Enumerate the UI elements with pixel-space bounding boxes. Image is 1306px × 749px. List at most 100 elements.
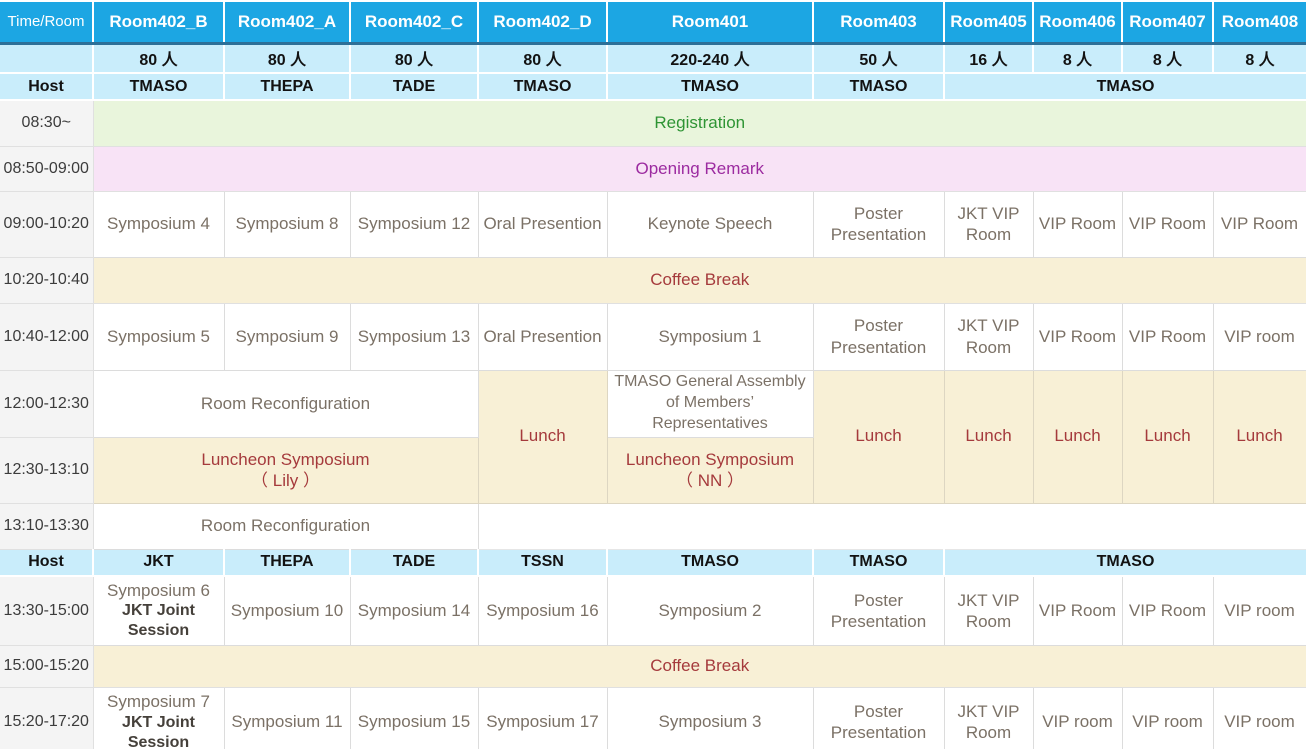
col-header-room402-a: Room402_A xyxy=(224,2,351,45)
session-cell: Symposium 9 xyxy=(223,302,351,371)
session-cell: VIP room xyxy=(1212,575,1306,646)
host-am-room405-408: TMASO xyxy=(944,73,1306,101)
luncheon-title: Luncheon Symposium xyxy=(201,449,370,469)
session-cell: Symposium 5 xyxy=(92,302,225,371)
session-cell: VIP room xyxy=(1212,686,1306,749)
session-cell: VIP Room xyxy=(1032,575,1123,646)
lunch-cell-room406: Lunch xyxy=(1032,369,1123,504)
host-label-pm: Host xyxy=(0,549,94,577)
host-am-room402-d: TMASO xyxy=(478,73,608,101)
host-label-am: Host xyxy=(0,73,94,101)
lunch-cell-room408: Lunch xyxy=(1212,369,1306,504)
host-am-room402-a: THEPA xyxy=(224,73,351,101)
col-header-room405: Room405 xyxy=(944,2,1034,45)
luncheon-symposium-lily-cell: Luncheon Symposium （ Lily ） xyxy=(92,436,479,504)
capacity-room402-d: 80 人 xyxy=(478,43,608,74)
room-reconfiguration-cell: Room Reconfiguration xyxy=(92,502,479,550)
row-1330-1500: 13:30-15:00 Symposium 6 JKT Joint Sessio… xyxy=(0,575,1306,646)
col-header-room401: Room401 xyxy=(607,2,814,45)
session-cell: Symposium 11 xyxy=(223,686,351,749)
event-opening-remark: Opening Remark xyxy=(93,146,1306,192)
col-header-room402-d: Room402_D xyxy=(478,2,608,45)
session-cell: Oral Presention xyxy=(477,302,608,371)
luncheon-subtitle: （ NN ） xyxy=(676,471,744,490)
col-header-room403: Room403 xyxy=(813,2,945,45)
session-cell-joint: Symposium 6 JKT Joint Session xyxy=(92,575,225,646)
row-1310-1330: 13:10-13:30 Room Reconfiguration xyxy=(0,502,1306,550)
col-header-time-room: Time/Room xyxy=(0,2,94,45)
host-pm-room403: TMASO xyxy=(813,549,945,577)
host-pm-room405-408: TMASO xyxy=(944,549,1306,577)
session-cell: Symposium 17 xyxy=(477,686,608,749)
time-cell-1040: 10:40-12:00 xyxy=(0,303,94,371)
session-title: Symposium 6 xyxy=(107,581,210,601)
capacity-room406: 8 人 xyxy=(1033,43,1123,74)
empty-cell xyxy=(478,503,1306,550)
session-cell: VIP Room xyxy=(1121,302,1214,371)
session-cell: Poster Presentation xyxy=(812,190,945,258)
row-registration: 08:30~ Registration xyxy=(0,100,1306,147)
session-cell: JKT VIP Room xyxy=(943,302,1034,371)
capacity-room402-a: 80 人 xyxy=(224,43,351,74)
capacity-empty xyxy=(0,43,94,74)
lunch-cell-room403: Lunch xyxy=(812,369,945,504)
row-1040-1200: 10:40-12:00 Symposium 5 Symposium 9 Symp… xyxy=(0,302,1306,371)
header-row: Time/Room Room402_B Room402_A Room402_C … xyxy=(0,2,1306,45)
session-cell: Symposium 8 xyxy=(223,190,351,258)
session-cell: VIP Room xyxy=(1212,190,1306,258)
time-cell-coffee-1: 10:20-10:40 xyxy=(0,257,94,304)
session-cell: VIP Room xyxy=(1032,190,1123,258)
room-reconfiguration-cell: Room Reconfiguration xyxy=(92,369,479,438)
row-1520-1720: 15:20-17:20 Symposium 7 JKT Joint Sessio… xyxy=(0,686,1306,749)
session-title: Symposium 7 xyxy=(107,692,210,712)
session-cell: Poster Presentation xyxy=(812,575,945,646)
capacity-room402-b: 80 人 xyxy=(93,43,225,74)
session-cell: Symposium 3 xyxy=(606,686,814,749)
host-pm-room402-c: TADE xyxy=(350,549,479,577)
session-cell: Keynote Speech xyxy=(606,190,814,258)
row-1230-1310: 12:30-13:10 Luncheon Symposium （ Lily ） … xyxy=(0,436,1306,504)
session-cell: Poster Presentation xyxy=(812,302,945,371)
host-am-room401: TMASO xyxy=(607,73,814,101)
row-opening-remark: 08:50-09:00 Opening Remark xyxy=(0,146,1306,192)
session-cell: Symposium 15 xyxy=(349,686,479,749)
time-cell-1230: 12:30-13:10 xyxy=(0,437,94,504)
session-cell: VIP Room xyxy=(1032,302,1123,371)
session-cell: Symposium 12 xyxy=(349,190,479,258)
time-cell-1200: 12:00-12:30 xyxy=(0,370,94,438)
session-cell: Symposium 10 xyxy=(223,575,351,646)
capacity-room405: 16 人 xyxy=(944,43,1034,74)
host-pm-room402-a: THEPA xyxy=(224,549,351,577)
time-cell-coffee-2: 15:00-15:20 xyxy=(0,645,94,688)
session-cell: Symposium 1 xyxy=(606,302,814,371)
session-cell: JKT VIP Room xyxy=(943,575,1034,646)
host-pm-room402-b: JKT xyxy=(93,549,225,577)
capacity-room408: 8 人 xyxy=(1213,43,1306,74)
luncheon-symposium-nn-cell: Luncheon Symposium （ NN ） xyxy=(606,436,814,504)
host-am-room402-c: TADE xyxy=(350,73,479,101)
session-cell: VIP Room xyxy=(1121,190,1214,258)
row-coffee-break-1: 10:20-10:40 Coffee Break xyxy=(0,257,1306,304)
host-pm-room401: TMASO xyxy=(607,549,814,577)
capacity-room401: 220-240 人 xyxy=(607,43,814,74)
event-coffee-break-2: Coffee Break xyxy=(93,645,1306,688)
general-assembly-cell: TMASO General Assembly of Members’ Repre… xyxy=(606,369,814,438)
col-header-room402-b: Room402_B xyxy=(93,2,225,45)
lunch-cell-room405: Lunch xyxy=(943,369,1034,504)
host-row-am: Host TMASO THEPA TADE TMASO TMASO TMASO … xyxy=(0,73,1306,101)
session-cell: VIP room xyxy=(1121,686,1214,749)
col-header-room407: Room407 xyxy=(1122,2,1214,45)
session-subtitle: JKT Joint Session xyxy=(122,713,195,749)
luncheon-title: Luncheon Symposium xyxy=(625,449,795,469)
capacity-row: 80 人 80 人 80 人 80 人 220-240 人 50 人 16 人 … xyxy=(0,43,1306,74)
row-0900-1020: 09:00-10:20 Symposium 4 Symposium 8 Symp… xyxy=(0,190,1306,258)
session-subtitle: JKT Joint Session xyxy=(122,602,195,640)
host-row-pm: Host JKT THEPA TADE TSSN TMASO TMASO TMA… xyxy=(0,549,1306,577)
col-header-room402-c: Room402_C xyxy=(350,2,479,45)
row-coffee-break-2: 15:00-15:20 Coffee Break xyxy=(0,645,1306,688)
session-cell: Symposium 2 xyxy=(606,575,814,646)
session-cell: Symposium 13 xyxy=(349,302,479,371)
session-cell: Oral Presention xyxy=(477,190,608,258)
